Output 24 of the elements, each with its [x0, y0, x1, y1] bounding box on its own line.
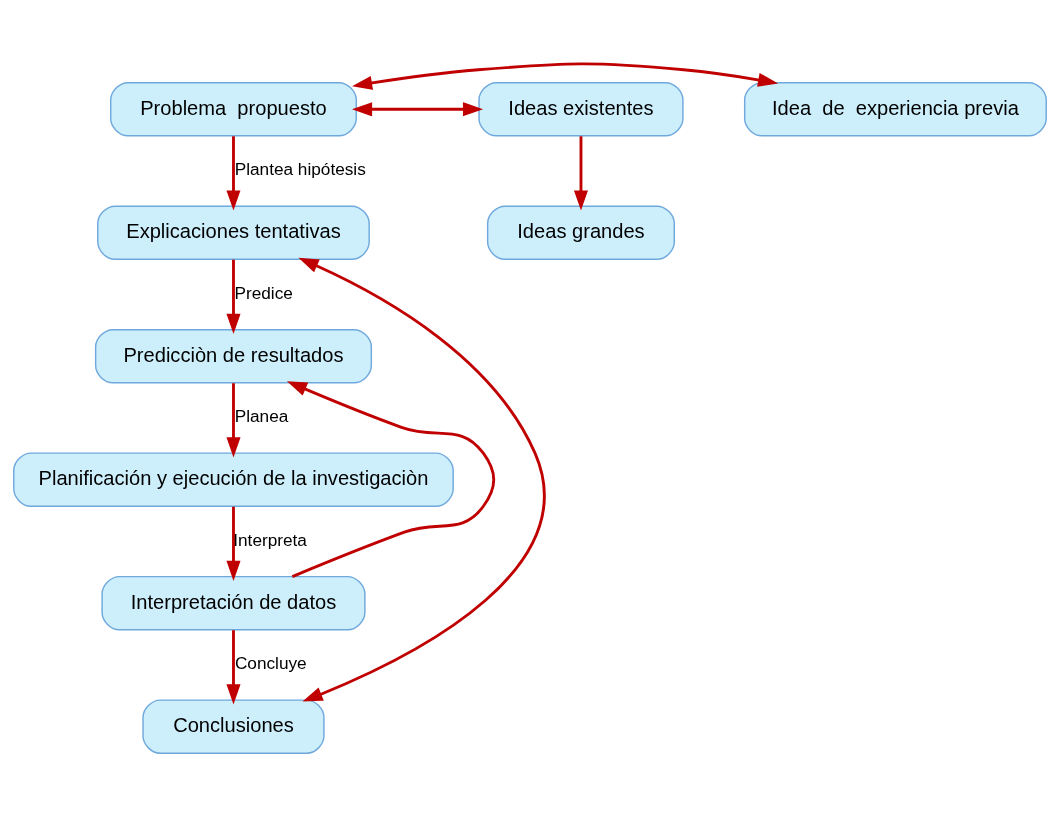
node-box: Interpretación de datos [101, 575, 366, 630]
arrow [226, 506, 241, 581]
edge-label: Interpreta [233, 529, 307, 550]
arrow [226, 382, 241, 457]
node-box: Ideas existentes [478, 81, 684, 137]
arrow [286, 380, 496, 578]
arrow [226, 135, 241, 210]
node-box: Planificación y ejecución de la investigaciòn [13, 451, 454, 507]
edge-label: Plantea hipótesis [234, 158, 366, 179]
edge-label: Concluye [234, 652, 307, 673]
node-box: Problema propuesto [110, 81, 357, 137]
node-box: Predicciòn de resultados [94, 328, 373, 383]
arrow [352, 61, 779, 90]
node-box: Idea de experiencia previa [743, 81, 1047, 137]
arrow [352, 101, 484, 116]
node-box: Explicaciones tentativas [97, 204, 370, 260]
node-box: Ideas grandes [486, 204, 676, 260]
node-box: Conclusiones [142, 698, 325, 754]
arrow [573, 135, 589, 210]
edge-label: Planea [234, 405, 289, 426]
edge-label: Predice [234, 282, 293, 303]
arrow [298, 257, 545, 702]
arrow [226, 629, 241, 704]
arrow [226, 259, 241, 334]
